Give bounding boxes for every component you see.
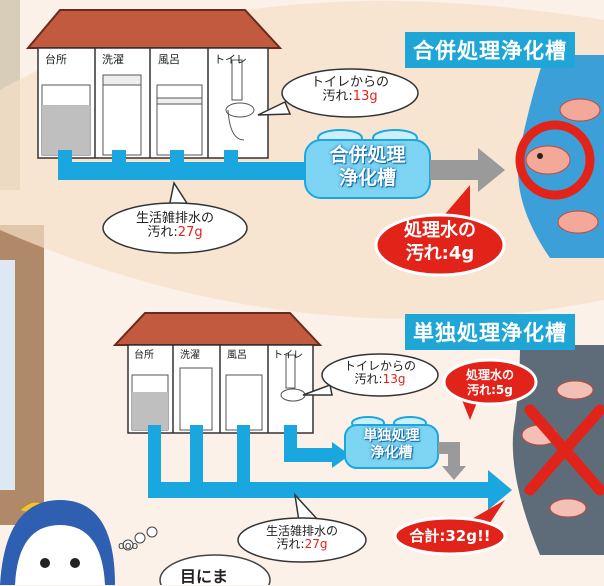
toilet-bubble-combined	[257, 68, 419, 118]
total-text-single: 合計:32g!!	[409, 527, 491, 545]
title-combined: 合併処理浄化槽	[405, 32, 575, 68]
outflow-arrow-single	[438, 442, 466, 480]
pipes-single	[148, 425, 512, 510]
grey-bubble-value: 27g	[177, 225, 203, 241]
outflow-arrow-combined	[430, 148, 505, 192]
tank-label-combined: 合併処理 浄化槽	[305, 144, 430, 190]
room-toilet-single: トイレ	[273, 350, 303, 361]
mascot-character	[0, 500, 271, 585]
result-line2-single: 汚れ:5g	[467, 383, 513, 397]
grey-bubble-combined	[102, 181, 248, 254]
toilet-bubble-line2: 汚れ:13g	[300, 90, 400, 104]
toilet-bubble-text-single: トイレからの 汚れ:13g	[330, 359, 430, 386]
room-kitchen-single: 台所	[134, 350, 154, 361]
grey-bubble-value-single: 27g	[304, 537, 328, 552]
toilet-bubble-value: 13g	[352, 89, 378, 105]
room-bath: 風呂	[158, 53, 180, 66]
grey-bubble-line1-single: 生活雑排水の	[265, 524, 338, 538]
room-laundry: 洗濯	[102, 53, 124, 66]
mascot-speech: 目にま	[180, 567, 229, 586]
title-single: 単独処理浄化槽	[405, 314, 575, 350]
grey-bubble-line2: 汚れ:27g	[125, 226, 225, 240]
grey-bubble-text-combined: 生活雑排水の 汚れ:27g	[125, 211, 225, 241]
room-toilet: トイレ	[214, 53, 247, 66]
grey-bubble-single	[237, 492, 367, 563]
left-window	[0, 260, 15, 490]
toilet-bubble-line2-single: 汚れ:13g	[330, 373, 430, 386]
result-line2: 汚れ:4g	[405, 242, 475, 264]
tank-label-single: 単独処理 浄化槽	[345, 428, 438, 462]
grey-bubble-label: 汚れ:	[147, 225, 178, 241]
tank-line2-single: 浄化槽	[370, 444, 413, 461]
toilet-bubble-label-single: 汚れ:	[354, 372, 383, 387]
result-bubble-single	[442, 358, 538, 420]
tank-line1: 合併処理	[329, 144, 406, 166]
tank-line1-single: 単独処理	[363, 428, 420, 444]
grey-bubble-label-single: 汚れ:	[276, 537, 305, 552]
result-line1-single: 処理水の	[465, 368, 514, 382]
room-laundry-single: 洗濯	[180, 350, 200, 361]
tank-combined	[304, 129, 431, 199]
fish-healthy	[525, 98, 601, 234]
ng-cross	[524, 404, 604, 496]
mascot-thought-dots: ooo	[118, 539, 139, 552]
toilet-bubble-label: 汚れ:	[322, 89, 353, 105]
ok-circle	[515, 120, 595, 200]
room-bath-single: 風呂	[227, 350, 247, 361]
result-text-single: 処理水の 汚れ:5g	[450, 368, 530, 398]
toilet-bubble-line1-single: トイレからの	[343, 359, 416, 373]
result-line1: 処理水の	[404, 220, 476, 241]
grey-bubble-line2-single: 汚れ:27g	[252, 538, 352, 551]
grey-bubble-text-single: 生活雑排水の 汚れ:27g	[252, 524, 352, 551]
toilet-bubble-line1: トイレからの	[310, 75, 389, 90]
toilet-bubble-single	[302, 353, 439, 397]
room-kitchen: 台所	[45, 53, 67, 66]
result-bubble-combined	[374, 185, 506, 277]
house-combined	[25, 9, 283, 159]
tank-line2: 浄化槽	[338, 166, 396, 189]
total-bubble-single	[393, 500, 507, 556]
grey-bubble-line1: 生活雑排水の	[135, 211, 214, 226]
toilet-bubble-value-single: 13g	[382, 372, 406, 387]
toilet-bubble-text-combined: トイレからの 汚れ:13g	[300, 75, 400, 105]
result-text-combined: 処理水の 汚れ:4g	[386, 220, 494, 265]
house-single	[112, 312, 323, 434]
